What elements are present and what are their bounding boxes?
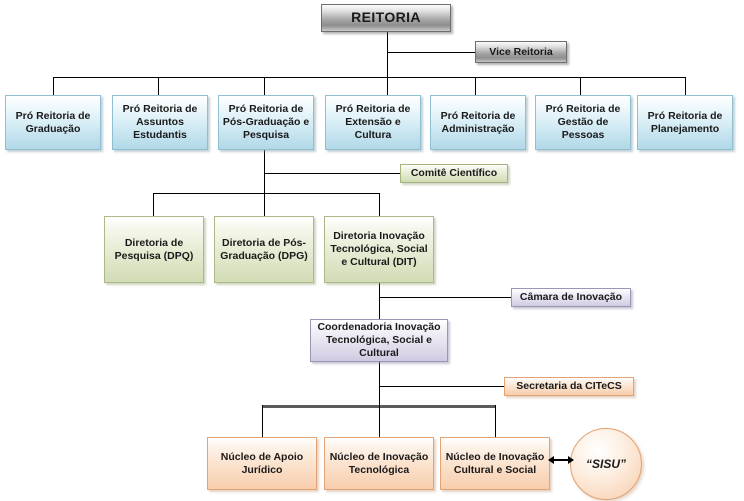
node-sisu[interactable]: “SISU”: [570, 428, 642, 500]
connector-pro-reitorias-bus: [53, 77, 685, 78]
node-pro-reitoria-graduacao[interactable]: Pró Reitoria de Graduação: [5, 95, 101, 150]
node-nucleo-inovacao-cultural-social[interactable]: Núcleo de Inovação Cultural e Social: [440, 437, 550, 490]
node-camara-inovacao[interactable]: Câmara de Inovação: [511, 288, 631, 307]
connector-drop-4: [387, 77, 388, 95]
connector-nucleo-drop-1: [262, 405, 263, 437]
connector-diretoria-drop-2: [264, 193, 265, 216]
connector-reitoria-vice: [387, 52, 475, 53]
node-pro-reitoria-pos-graduacao-pesquisa[interactable]: Pró Reitoria de Pós-Graduação e Pesquisa: [218, 95, 314, 150]
connector-drop-1: [53, 77, 54, 95]
double-arrow-icon: [548, 455, 574, 465]
node-diretoria-pesquisa[interactable]: Diretoria de Pesquisa (DPQ): [104, 216, 204, 283]
node-vice-reitoria[interactable]: Vice Reitoria: [475, 41, 567, 63]
node-pro-reitoria-assuntos-estudantis[interactable]: Pró Reitoria de Assuntos Estudantis: [112, 95, 208, 150]
node-pro-reitoria-extensao-cultura[interactable]: Pró Reitoria de Extensão e Cultura: [325, 95, 421, 150]
connector-dit-stem: [379, 283, 380, 319]
node-nucleo-apoio-juridico[interactable]: Núcleo de Apoio Jurídico: [207, 437, 317, 490]
node-reitoria[interactable]: REITORIA: [321, 4, 451, 32]
connector-posgrad-stem: [264, 150, 265, 193]
connector-nucleo-drop-3: [495, 405, 496, 437]
node-nucleo-inovacao-tecnologica[interactable]: Núcleo de Inovação Tecnológica: [324, 437, 434, 490]
connector-diretoria-drop-3: [379, 193, 380, 216]
connector-drop-5: [475, 77, 476, 95]
connector-reitoria-stem: [387, 32, 388, 77]
connector-drop-3: [264, 77, 265, 95]
connector-comite-link: [264, 173, 400, 174]
connector-diretorias-bus: [153, 193, 379, 194]
connector-camara-link: [379, 297, 511, 298]
node-pro-reitoria-gestao-pessoas[interactable]: Pró Reitoria de Gestão de Pessoas: [535, 95, 631, 150]
node-pro-reitoria-administracao[interactable]: Pró Reitoria de Administração: [430, 95, 526, 150]
connector-coordenadoria-stem: [379, 362, 380, 407]
connector-drop-6: [580, 77, 581, 95]
connector-nucleo-drop-2: [379, 405, 380, 437]
node-coordenadoria-citecs[interactable]: Coordenadoria Inovação Tecnológica, Soci…: [310, 319, 448, 362]
connector-diretoria-drop-1: [153, 193, 154, 216]
node-diretoria-inovacao-tecnologica[interactable]: Diretoria Inovação Tecnológica, Social e…: [324, 216, 434, 283]
connector-drop-2: [158, 77, 159, 95]
connector-secretaria-link: [379, 386, 504, 387]
node-diretoria-pos-graduacao[interactable]: Diretoria de Pós-Graduação (DPG): [214, 216, 314, 283]
node-comite-cientifico[interactable]: Comitê Científico: [400, 164, 508, 183]
node-secretaria-citecs[interactable]: Secretaria da CITeCS: [504, 377, 634, 396]
node-pro-reitoria-planejamento[interactable]: Pró Reitoria de Planejamento: [637, 95, 733, 150]
connector-drop-7: [685, 77, 686, 95]
